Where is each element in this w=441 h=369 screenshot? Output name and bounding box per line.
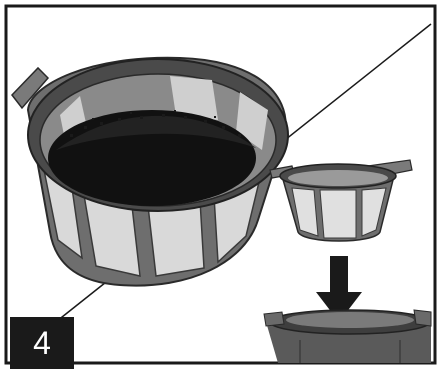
step-number-badge: 4 (10, 317, 74, 369)
brewer-top-icon (264, 310, 431, 363)
